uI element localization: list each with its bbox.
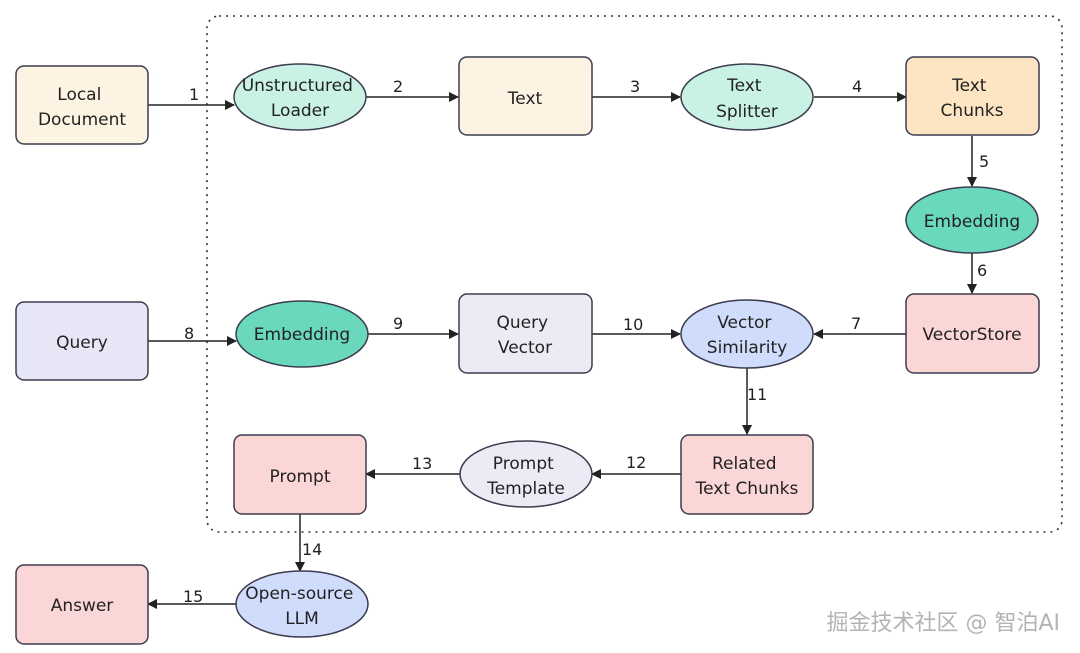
node-query-vector-line-1: Query	[496, 313, 548, 333]
node-vectorstore-line-1: VectorStore	[922, 325, 1021, 345]
node-answer: Answer	[15, 564, 149, 645]
node-text-splitter-shape	[680, 63, 814, 131]
watermark-text: 掘金技术社区 @ 智泊AI	[826, 611, 1060, 636]
edge-labels: 1 2 3 4 5 6 7 8 9 10 11 12 13 14 15	[183, 77, 989, 606]
node-text-splitter-line-1: Text	[726, 76, 762, 96]
node-prompt-template-label: Prompt Template	[486, 454, 565, 499]
node-query-vector-label: Query Vector	[496, 313, 553, 358]
node-text-chunks-shape	[905, 56, 1040, 136]
node-text-line-1: Text	[507, 89, 543, 109]
edge-label-1: 1	[189, 85, 199, 104]
node-text-splitter: Text Splitter	[680, 63, 814, 131]
node-unstructured-loader-label: Unstructured Loader	[242, 76, 359, 121]
node-vectorstore-label: VectorStore	[922, 325, 1021, 345]
node-embedding-query-line-1: Embedding	[254, 325, 350, 345]
node-text: Text	[458, 56, 593, 136]
edges	[147, 92, 977, 609]
node-local-document-label: Local Document	[38, 85, 126, 130]
node-text-chunks: Text Chunks	[905, 56, 1040, 136]
edge-label-6: 6	[977, 261, 987, 280]
node-vectorstore-shape	[905, 293, 1040, 374]
node-text-chunks-line-1: Text	[951, 76, 987, 96]
node-query: Query	[15, 301, 149, 381]
node-open-source-llm-line-1: Open-source	[245, 584, 353, 604]
node-related-text-chunks-shape	[680, 434, 814, 515]
node-embedding-query-shape	[235, 300, 369, 368]
edge-label-7: 7	[851, 314, 861, 333]
edge-label-11: 11	[747, 385, 767, 404]
node-vector-similarity-label: Vector Similarity	[707, 313, 787, 358]
node-open-source-llm-line-2: LLM	[285, 609, 319, 629]
node-local-document-line-2: Document	[38, 110, 126, 130]
edge-label-2: 2	[393, 77, 403, 96]
node-query-label: Query	[56, 333, 108, 353]
node-related-text-chunks-line-2: Text Chunks	[695, 479, 799, 499]
edge-label-9: 9	[393, 314, 403, 333]
node-prompt-template-line-1: Prompt	[493, 454, 554, 474]
node-vector-similarity: Vector Similarity	[680, 299, 814, 369]
node-embedding-query: Embedding	[235, 300, 369, 368]
edge-label-14: 14	[302, 540, 322, 559]
node-query-shape	[15, 301, 149, 381]
edge-label-4: 4	[852, 77, 862, 96]
node-vector-similarity-line-2: Similarity	[707, 338, 787, 358]
edge-label-3: 3	[630, 77, 640, 96]
node-unstructured-loader-line-1: Unstructured	[242, 76, 353, 96]
node-query-line-1: Query	[56, 333, 108, 353]
node-local-document-line-1: Local	[57, 85, 101, 105]
node-embedding-query-label: Embedding	[254, 325, 350, 345]
node-vector-similarity-shape	[680, 299, 814, 369]
node-answer-label: Answer	[51, 596, 114, 616]
node-prompt-template: Prompt Template	[459, 440, 593, 508]
edge-label-15: 15	[183, 587, 203, 606]
node-embedding-doc-line-1: Embedding	[924, 212, 1020, 232]
node-answer-line-1: Answer	[51, 596, 114, 616]
node-prompt-template-line-2: Template	[486, 479, 565, 499]
node-unstructured-loader-line-2: Loader	[271, 101, 329, 121]
node-text-chunks-label: Text Chunks	[941, 76, 1004, 121]
edge-label-5: 5	[979, 152, 989, 171]
node-unstructured-loader: Unstructured Loader	[233, 63, 367, 131]
node-query-vector-line-2: Vector	[498, 338, 552, 358]
node-open-source-llm-shape	[235, 570, 369, 638]
node-prompt-shape	[233, 434, 367, 515]
node-related-text-chunks-label: Related Text Chunks	[695, 454, 799, 499]
node-local-document: Local Document	[15, 65, 149, 145]
node-unstructured-loader-shape	[233, 63, 367, 131]
edge-label-10: 10	[623, 315, 643, 334]
node-vector-similarity-line-1: Vector	[717, 313, 771, 333]
edge-label-12: 12	[626, 453, 646, 472]
node-text-label: Text	[507, 89, 543, 109]
edge-label-8: 8	[184, 324, 194, 343]
node-prompt: Prompt	[233, 434, 367, 515]
node-open-source-llm-label: Open-source LLM	[245, 584, 358, 629]
node-related-text-chunks-line-1: Related	[712, 454, 777, 474]
node-answer-shape	[15, 564, 149, 645]
node-text-chunks-line-2: Chunks	[941, 101, 1004, 121]
node-embedding-doc-shape	[905, 186, 1039, 254]
node-local-document-shape	[15, 65, 149, 145]
node-open-source-llm: Open-source LLM	[235, 570, 369, 638]
node-prompt-template-shape	[459, 440, 593, 508]
node-related-text-chunks: Related Text Chunks	[680, 434, 814, 515]
node-vectorstore: VectorStore	[905, 293, 1040, 374]
node-text-splitter-label: Text Splitter	[716, 76, 778, 122]
node-query-vector: Query Vector	[458, 293, 593, 374]
node-text-shape	[458, 56, 593, 136]
node-prompt-line-1: Prompt	[270, 467, 331, 487]
node-text-splitter-line-2: Splitter	[716, 102, 778, 122]
node-prompt-label: Prompt	[270, 467, 331, 487]
node-embedding-doc-label: Embedding	[924, 212, 1020, 232]
edge-label-13: 13	[412, 454, 432, 473]
node-query-vector-shape	[458, 293, 593, 374]
node-embedding-doc: Embedding	[905, 186, 1039, 254]
